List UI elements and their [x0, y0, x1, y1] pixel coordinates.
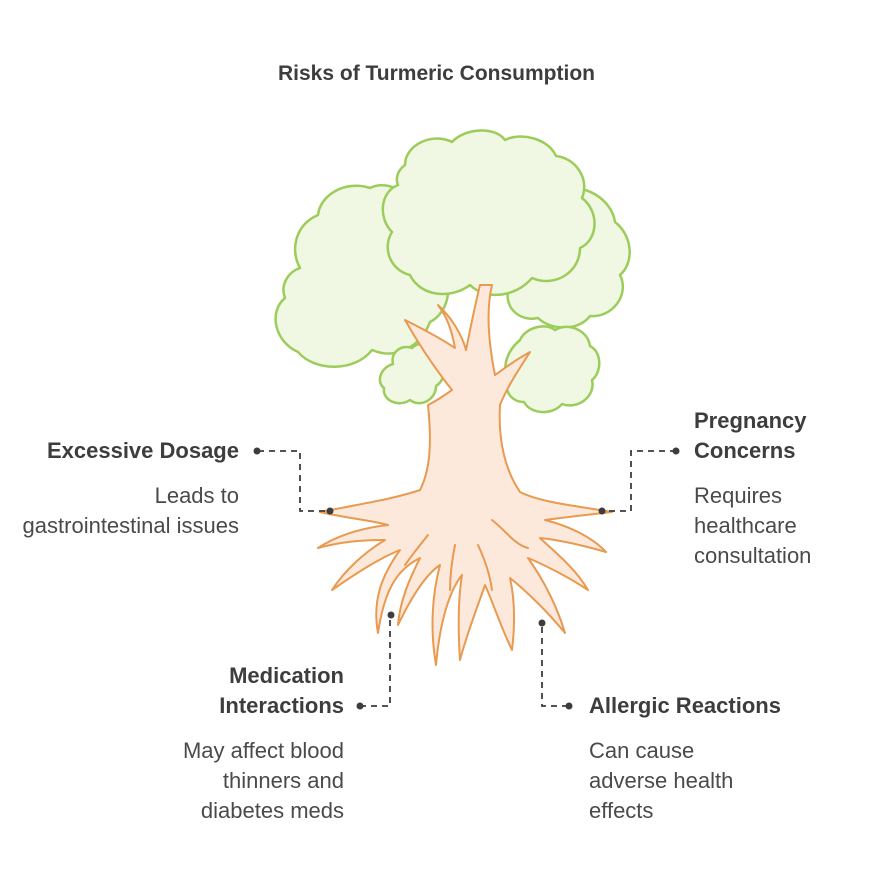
connector-pregnancy: [602, 450, 676, 512]
connector-excessive-dosage: [258, 450, 330, 512]
risk-heading: Pregnancy Concerns: [694, 408, 807, 463]
risk-heading: Allergic Reactions: [589, 693, 781, 718]
connector-allergic: [541, 623, 568, 707]
risk-heading: Medication Interactions: [219, 663, 344, 718]
risk-description: Leads to gastrointestinal issues: [22, 483, 239, 538]
risk-pregnancy-concerns: Pregnancy Concerns Requires healthcare c…: [694, 406, 844, 571]
risk-excessive-dosage: Excessive Dosage Leads to gastrointestin…: [18, 436, 239, 541]
risk-allergic-reactions: Allergic Reactions Can cause adverse hea…: [589, 691, 849, 826]
connectors: [258, 450, 676, 707]
diagram-title: Risks of Turmeric Consumption: [278, 62, 595, 85]
risk-medication-interactions: Medication Interactions May affect blood…: [140, 661, 344, 826]
risk-heading: Excessive Dosage: [46, 438, 239, 463]
canopy-top-cloud: [381, 129, 596, 297]
tree-canopy: [274, 129, 631, 414]
risk-description: Requires healthcare consultation: [694, 483, 812, 568]
risk-description: Can cause adverse health effects: [589, 738, 734, 823]
connector-medication: [360, 615, 391, 707]
risk-description: May affect blood thinners and diabetes m…: [182, 738, 344, 823]
connector-dots: [253, 447, 680, 710]
tree-trunk: [317, 284, 613, 666]
